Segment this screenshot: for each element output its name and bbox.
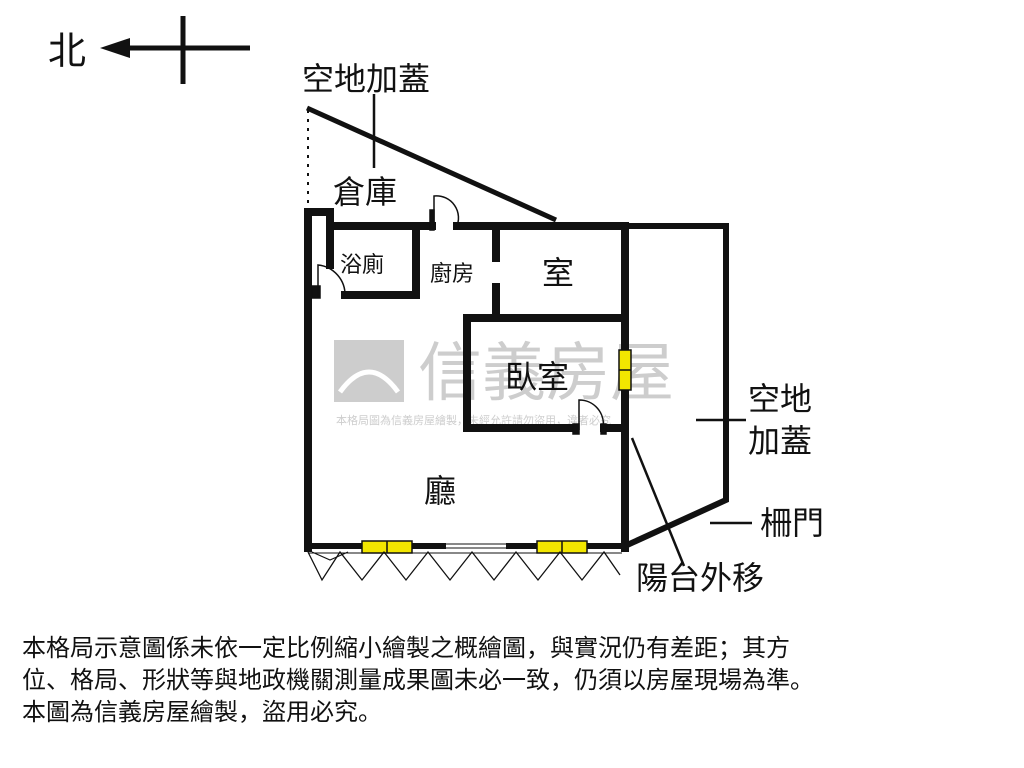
right-lot-wall xyxy=(623,223,729,549)
watermark-logo-mark xyxy=(337,369,401,394)
north-label: 北 xyxy=(48,29,86,73)
storage-roof-line xyxy=(305,105,558,223)
watermark-notice: 本格局圖為信義房屋繪製，未經允許請勿盜用，違者必究 xyxy=(336,413,611,427)
bathroom-door-jamb xyxy=(311,285,321,299)
disclaimer: 本格局示意圖係未依一定比例縮小繪製之概繪圖，與實況仍有差距；其方 位、格局、形狀… xyxy=(22,632,1012,728)
disclaimer-line-2: 位、格局、形狀等與地政機關測量成果圖未必一致，仍須以房屋現場為準。 xyxy=(22,666,814,694)
wall-left-top xyxy=(304,208,436,552)
right-lot-outline xyxy=(623,223,729,549)
folding-gate xyxy=(307,550,622,582)
room-label-bedroom: 臥室 xyxy=(505,358,569,396)
bedroom-door-jamb-left xyxy=(572,423,580,435)
north-arrow-icon xyxy=(100,38,130,58)
compass: 北 xyxy=(48,16,250,84)
label-balcony-moved-out: 陽台外移 xyxy=(636,559,764,597)
room-label-living-room: 廳 xyxy=(424,472,456,510)
room-label-room: 室 xyxy=(542,254,574,292)
gate-zigzag xyxy=(307,550,621,582)
label-storage: 倉庫 xyxy=(333,173,397,211)
room-label-bathroom: 浴廁 xyxy=(340,253,384,278)
windows xyxy=(361,349,632,554)
sliding-door-opening xyxy=(446,541,506,551)
room-label-kitchen: 廚房 xyxy=(430,262,474,287)
storage-door-icon xyxy=(433,195,460,229)
disclaimer-line-3: 本圖為信義房屋繪製，盜用必究。 xyxy=(22,698,382,726)
label-empty-lot-top: 空地加蓋 xyxy=(302,60,430,98)
label-empty-lot-right-1: 空地 xyxy=(748,380,812,418)
bedroom-door-icon xyxy=(578,399,605,430)
storage-area xyxy=(305,105,558,223)
doors xyxy=(311,195,607,435)
wall-bathroom xyxy=(326,222,420,299)
label-empty-lot-right-2: 加蓋 xyxy=(748,422,812,460)
bathroom-door-icon xyxy=(317,264,346,298)
wall-bedroom xyxy=(463,314,629,432)
leader-balcony xyxy=(630,437,686,567)
leader-lines xyxy=(372,94,752,567)
disclaimer-line-1: 本格局示意圖係未依一定比例縮小繪製之概繪圖，與實況仍有差距；其方 xyxy=(22,634,790,662)
label-gate: 柵門 xyxy=(760,504,824,542)
